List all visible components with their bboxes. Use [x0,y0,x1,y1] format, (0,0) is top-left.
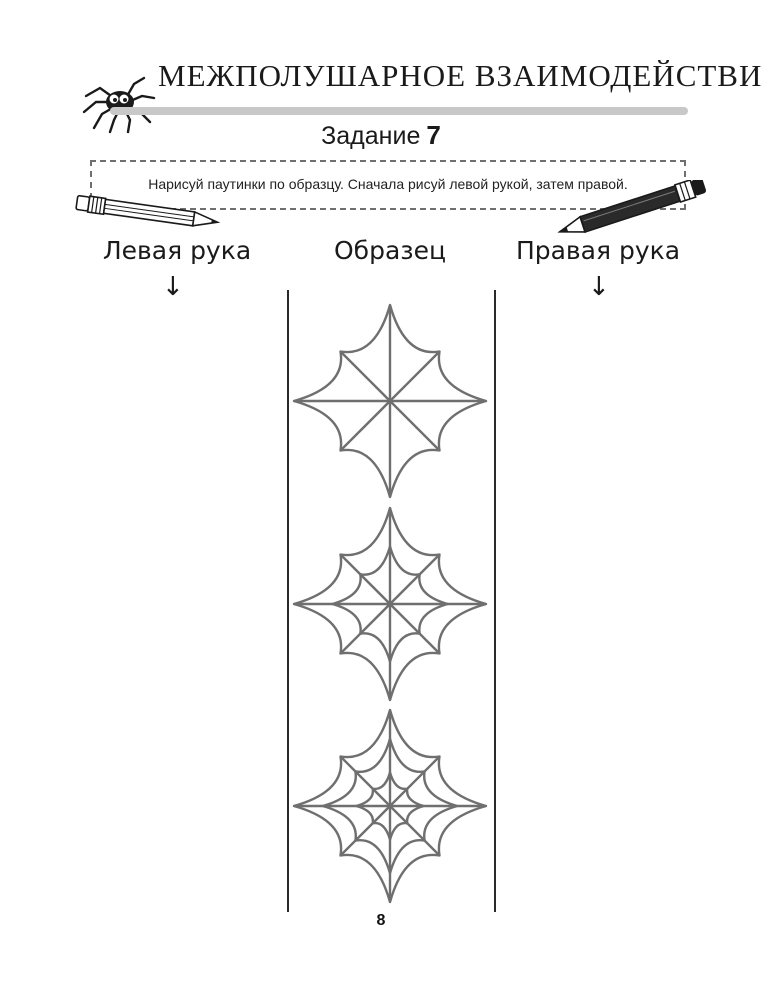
web-spoke [339,805,391,857]
instruction-text: Нарисуй паутинки по образцу. Сначала рис… [148,176,628,192]
web-ring [331,545,449,663]
web-ring [292,708,488,904]
web-ring [355,771,425,841]
web-ring [321,737,459,875]
web-sample-3 [292,708,488,904]
header-divider [110,107,688,115]
pencil-right-icon [557,180,707,233]
sample-column-left-border [287,290,289,912]
page-header-title: МЕЖПОЛУШАРНОЕ ВЗАИМОДЕЙСТВИЕ [158,58,762,93]
web-spoke [339,603,391,655]
page-number: 8 [376,912,386,929]
task-label: Задание [321,122,421,150]
web-spoke [389,603,441,655]
web-sample-2 [292,506,488,702]
web-spoke [389,553,441,605]
web-spoke [389,400,441,452]
web-ring [292,506,488,702]
task-number: 7 [426,120,441,150]
arrow-down-right-icon: ↓ [588,272,610,302]
column-left-hand: Левая рука [102,236,252,265]
web-spoke [389,350,441,402]
web-spoke [339,400,391,452]
web-spoke [339,553,391,605]
column-sample: Образец [334,236,446,265]
web-spoke [339,755,391,807]
web-ring [292,303,488,499]
web-sample-1 [292,303,488,499]
web-spoke [389,805,441,857]
web-spoke [339,350,391,402]
pencil-left-icon [75,194,221,227]
web-spoke [389,755,441,807]
sample-column-right-border [494,290,496,912]
column-right-hand: Правая рука [515,236,681,265]
arrow-down-left-icon: ↓ [162,272,184,302]
